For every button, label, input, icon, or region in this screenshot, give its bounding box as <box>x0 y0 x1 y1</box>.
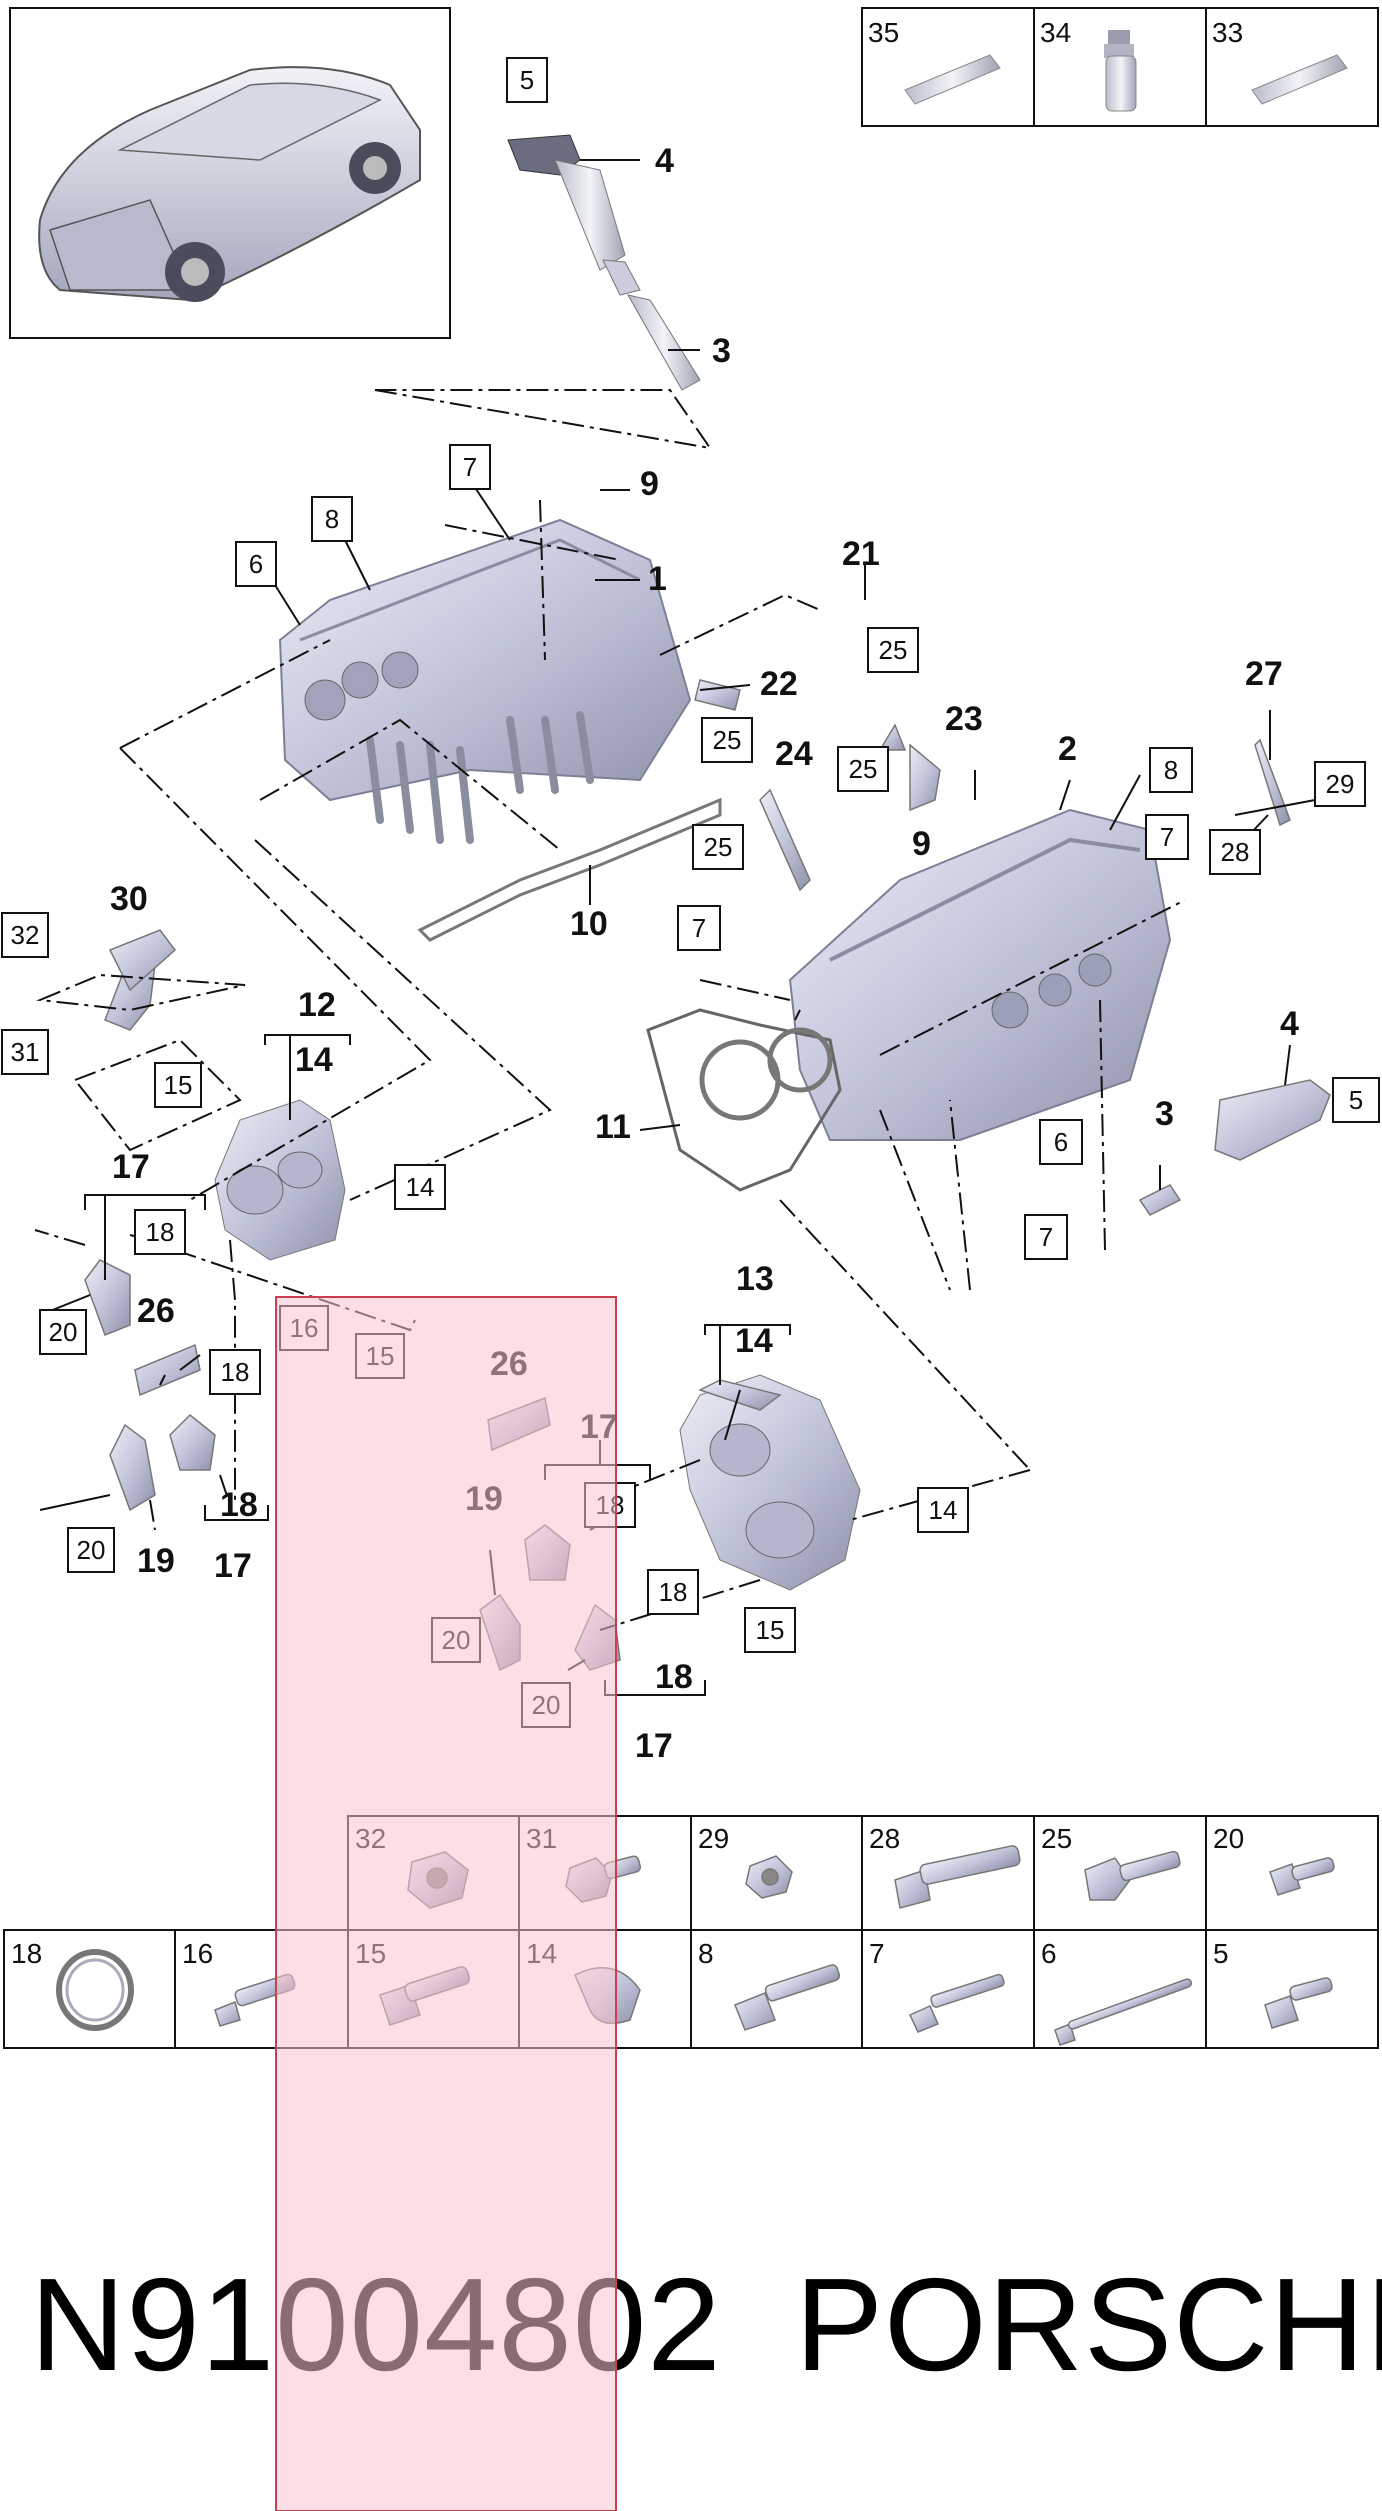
box-7-right: 7 <box>1160 822 1174 852</box>
grid-num-20: 20 <box>1213 1823 1244 1854</box>
consumable-num-33: 33 <box>1212 17 1243 48</box>
box-29: 29 <box>1326 769 1355 799</box>
box-15-a: 15 <box>164 1070 193 1100</box>
grid-num-16: 16 <box>182 1938 213 1969</box>
cylinder-head-right <box>788 808 1172 1141</box>
box-6-right: 6 <box>1054 1127 1068 1157</box>
timing-cover-12 <box>214 1099 346 1261</box>
grid-num-6: 6 <box>1041 1938 1057 1969</box>
brand-text: PORSCHE <box>795 2251 1382 2398</box>
callout-12: 12 <box>298 986 336 1024</box>
box-20-b: 20 <box>77 1535 106 1565</box>
callout-14-right: 14 <box>735 1322 773 1360</box>
box-32-left: 32 <box>11 920 40 950</box>
callout-23: 23 <box>945 700 983 738</box>
callout-13: 13 <box>736 1260 774 1298</box>
callout-22: 22 <box>760 665 798 703</box>
callout-17-bottom: 17 <box>635 1727 673 1765</box>
consumable-num-35: 35 <box>868 17 899 48</box>
callout-14-left: 14 <box>295 1041 333 1079</box>
box-18-e: 18 <box>659 1577 688 1607</box>
box-7-top: 7 <box>463 452 477 482</box>
callout-18-bottom: 18 <box>655 1658 693 1696</box>
callout-9-top: 9 <box>640 465 659 503</box>
callout-21: 21 <box>842 535 880 573</box>
callout-17-left-bottom: 17 <box>214 1547 252 1585</box>
callout-24: 24 <box>775 735 813 773</box>
box-25-c: 25 <box>849 754 878 784</box>
box-31-left: 31 <box>11 1037 40 1067</box>
callout-10: 10 <box>570 905 608 943</box>
highlight-overlay <box>275 1296 617 2511</box>
bold-callouts: 4 3 9 1 21 22 10 23 24 2 27 9 30 12 14 1… <box>110 142 1299 1765</box>
grid-num-28: 28 <box>869 1823 900 1854</box>
callout-18-left: 18 <box>220 1486 258 1524</box>
timing-cover-13 <box>679 1374 861 1591</box>
box-25-a: 25 <box>879 635 908 665</box>
grid-num-25: 25 <box>1041 1823 1072 1854</box>
box-14-a: 14 <box>406 1172 435 1202</box>
callout-3-right: 3 <box>1155 1095 1174 1133</box>
callout-11: 11 <box>595 1108 631 1146</box>
callout-4-right: 4 <box>1280 1005 1299 1043</box>
box-20-a: 20 <box>49 1317 78 1347</box>
callout-17-left: 17 <box>112 1148 150 1186</box>
box-14-b: 14 <box>929 1495 958 1525</box>
grid-num-5: 5 <box>1213 1938 1229 1969</box>
box-25-d: 25 <box>704 832 733 862</box>
box-18-a: 18 <box>146 1217 175 1247</box>
callout-30: 30 <box>110 880 148 918</box>
callout-2: 2 <box>1058 730 1077 768</box>
consumables-table: 35 34 33 <box>861 7 1379 127</box>
box-6-left: 6 <box>249 549 263 579</box>
assembly-lines <box>34 389 1186 1631</box>
box-8-left: 8 <box>325 504 339 534</box>
callout-4-top: 4 <box>655 142 674 180</box>
footer: N91004802 PORSCHE <box>30 2251 1382 2398</box>
consumable-num-34: 34 <box>1040 17 1071 48</box>
gasket-10 <box>417 797 722 942</box>
grid-num-7: 7 <box>869 1938 885 1969</box>
callout-27: 27 <box>1245 655 1283 693</box>
callout-9-mid: 9 <box>912 825 931 863</box>
grid-num-8: 8 <box>698 1938 714 1969</box>
box-5-right: 5 <box>1349 1085 1363 1115</box>
callout-1: 1 <box>648 560 667 598</box>
box-5-top: 5 <box>520 65 534 95</box>
gasket-11 <box>646 1008 842 1192</box>
vehicle-thumbnail <box>9 7 451 339</box>
parts-grid: 32 31 29 28 25 20 18 16 15 14 8 7 6 5 <box>3 1815 1379 2049</box>
box-28: 28 <box>1221 837 1250 867</box>
box-7-lower: 7 <box>1039 1222 1053 1252</box>
callout-26-left: 26 <box>137 1292 175 1330</box>
cylinder-head-left <box>278 518 692 844</box>
grid-num-29: 29 <box>698 1823 729 1854</box>
box-18-b: 18 <box>221 1357 250 1387</box>
callout-3-top: 3 <box>712 332 731 370</box>
box-15-c: 15 <box>756 1615 785 1645</box>
box-8-right: 8 <box>1164 755 1178 785</box>
grid-num-18: 18 <box>11 1938 42 1969</box>
box-25-b: 25 <box>713 725 742 755</box>
ignition-coil-top <box>507 134 701 391</box>
box-7-mid: 7 <box>692 913 706 943</box>
callout-19-left: 19 <box>137 1542 175 1580</box>
